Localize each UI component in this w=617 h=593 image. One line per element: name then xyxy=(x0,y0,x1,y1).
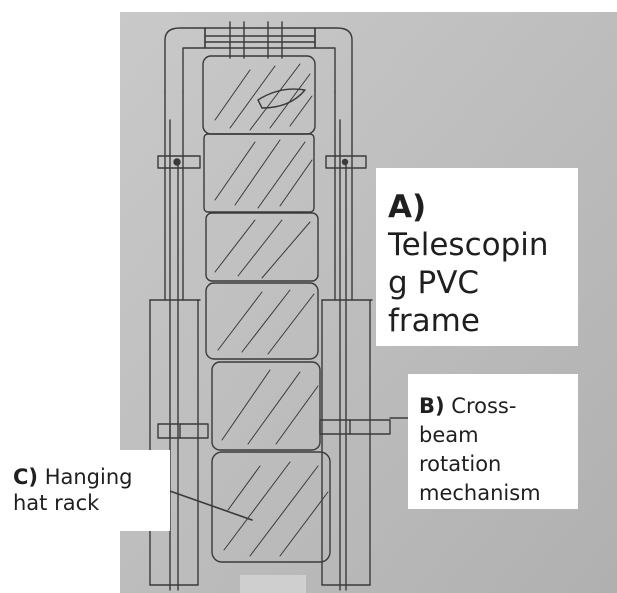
label-b-letter: B) xyxy=(419,394,445,418)
label-crossbeam-rotation: B) Cross- beam rotation mechanism xyxy=(408,374,578,509)
label-telescoping-frame: A) Telescopin g PVC frame xyxy=(376,168,578,346)
tape-strip xyxy=(240,575,306,593)
label-a-text: Telescopin g PVC frame xyxy=(388,227,549,339)
label-hanging-hat-rack: C) Hanging hat rack xyxy=(0,450,170,531)
label-c-letter: C) xyxy=(13,465,38,489)
label-a-letter: A) xyxy=(388,189,426,225)
